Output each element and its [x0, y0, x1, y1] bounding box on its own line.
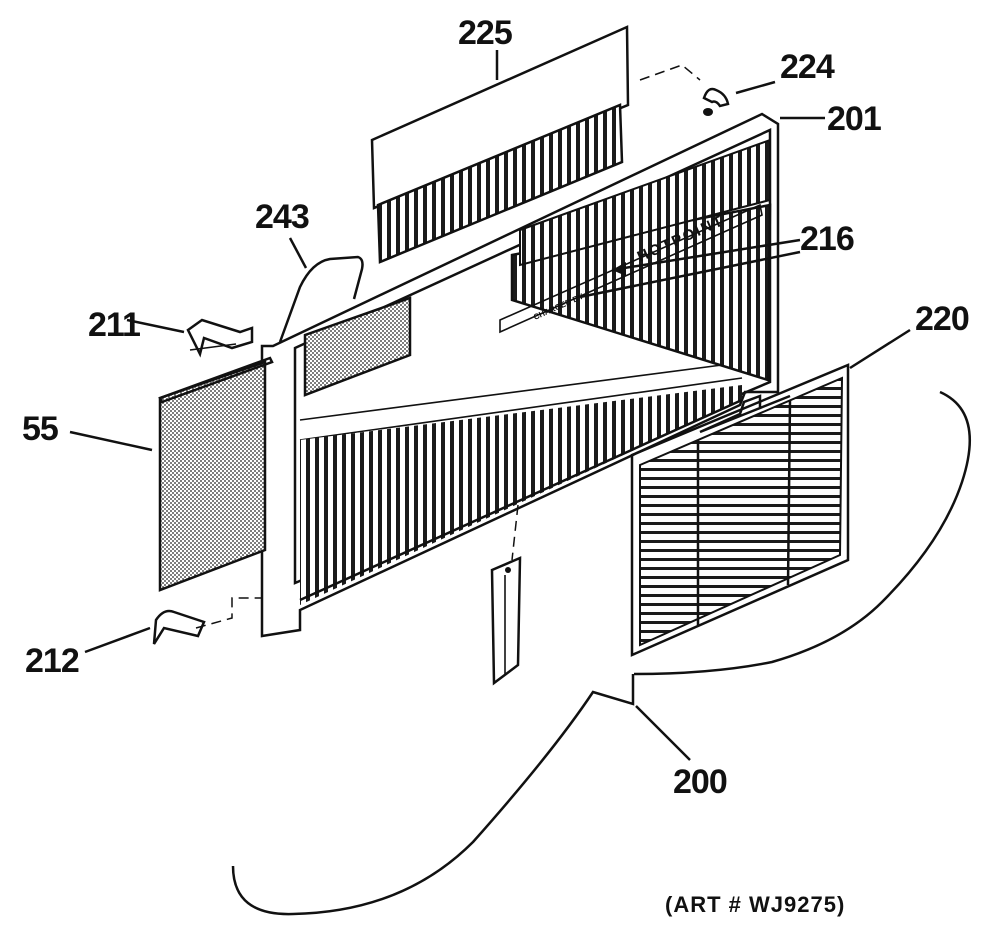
part-225-louver-panel [370, 25, 630, 264]
part-220-grille [630, 363, 850, 657]
callout-200: 200 [673, 763, 727, 801]
part-243-bracket [278, 255, 364, 343]
callout-216: 216 [800, 220, 854, 258]
part-212-clip [152, 597, 262, 645]
drain-strip [490, 504, 522, 686]
callout-labels: 225 224 201 243 216 211 220 55 212 200 [22, 14, 970, 801]
callout-224: 224 [780, 48, 835, 86]
top-trim-louvers [519, 138, 771, 267]
part-211-clip [186, 318, 254, 358]
art-number: (ART # WJ9275) [665, 892, 845, 917]
part-200-assembly-bracket [231, 390, 971, 916]
callout-225: 225 [458, 14, 512, 52]
callout-243: 243 [255, 198, 309, 236]
leader-lines [69, 50, 911, 761]
callout-55: 55 [22, 410, 58, 448]
callout-220: 220 [915, 300, 969, 338]
callout-212: 212 [25, 642, 79, 680]
part-55-filter [158, 356, 274, 592]
callout-211: 211 [88, 306, 140, 344]
callout-201: 201 [827, 100, 881, 138]
part-224-knob [639, 64, 730, 116]
